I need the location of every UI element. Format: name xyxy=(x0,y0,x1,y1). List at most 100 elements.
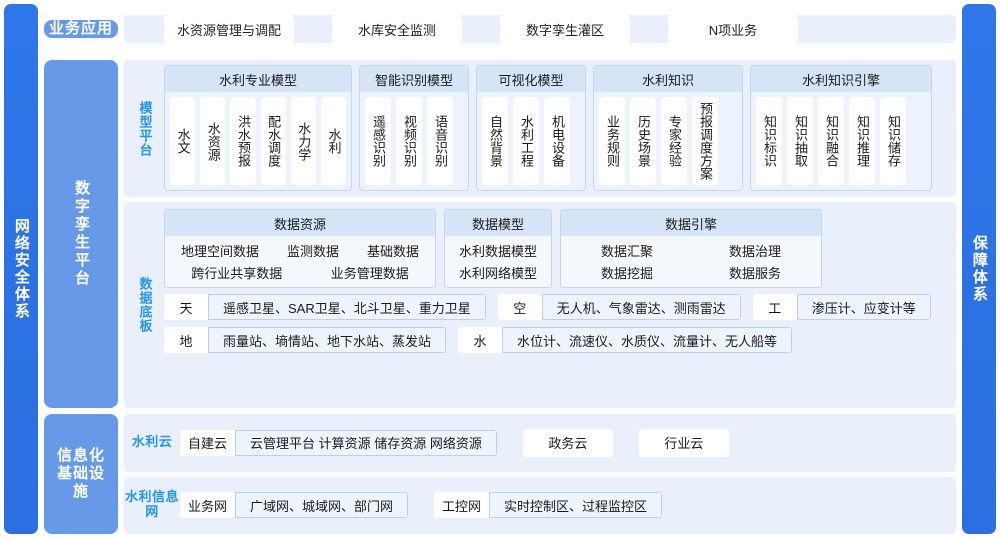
model-cell[interactable]: 水力学 xyxy=(290,97,316,185)
data-item[interactable]: 监测数据 xyxy=(286,244,339,259)
data-item[interactable]: 跨行业共享数据 xyxy=(191,266,283,281)
model-cell-label: 知识储存 xyxy=(886,115,902,167)
model-cell[interactable]: 历史场景 xyxy=(630,97,656,185)
model-group-recognition-title: 智能识别模型 xyxy=(360,66,468,92)
model-group-visualization-title: 可视化模型 xyxy=(477,66,585,92)
sensor-line-1: 天 遥感卫星、SAR卫星、北斗卫星、重力卫星 空 无人机、气象雷达、测雨雷达 工… xyxy=(164,294,948,320)
model-cell[interactable]: 预报调度方案 xyxy=(692,97,718,185)
sensor-pill-engineering[interactable]: 工 渗压计、应变计等 xyxy=(752,294,931,320)
data-group-resources-title: 数据资源 xyxy=(165,210,435,236)
data-board-body: 数据资源 地理空间数据 监测数据 基础数据 跨行业共享数据 xyxy=(164,202,956,408)
sensor-pill-key: 天 xyxy=(164,294,208,320)
data-row: 数据挖掘 数据服务 xyxy=(567,263,815,282)
model-cell[interactable]: 语音识别 xyxy=(427,97,453,185)
data-group-models-body: 水利数据模型 水利网络模型 xyxy=(445,236,551,287)
section-model-platform: 模型平台 水利专业模型 水文 水资源 洪水预报 配水调度 xyxy=(124,60,956,197)
model-group-knowledge-title: 水利知识 xyxy=(594,66,742,92)
data-row: 数据汇聚 数据治理 xyxy=(567,241,815,260)
sensor-pill-value: 渗压计、应变计等 xyxy=(796,294,931,320)
data-item[interactable]: 基础数据 xyxy=(366,244,419,259)
model-cell[interactable]: 机电设备 xyxy=(544,97,570,185)
sensor-pill-water[interactable]: 水 水位计、流速仪、水质仪、流量计、无人船等 xyxy=(458,327,793,353)
model-cell[interactable]: 知识融合 xyxy=(818,97,844,185)
infra-pill-key: 业务网 xyxy=(180,492,236,519)
infra-chip-industry-cloud[interactable]: 行业云 xyxy=(638,428,729,457)
infra-pill-key: 自建云 xyxy=(180,429,236,456)
model-cell-label: 配水调度 xyxy=(266,115,282,167)
business-item-2[interactable]: 水库安全监测 xyxy=(332,15,462,43)
infra-items-water-network: 业务网 广域网、城域网、部门网 工控网 实时控制区、过程监控区 xyxy=(180,492,956,519)
business-item-1[interactable]: 水资源管理与调配 xyxy=(164,15,294,43)
infra-pill-value: 云管理平台 计算资源 储存资源 网络资源 xyxy=(235,429,497,456)
model-cell[interactable]: 业务规则 xyxy=(599,97,625,185)
model-cell[interactable]: 知识抽取 xyxy=(787,97,813,185)
data-group-engine-title: 数据引擎 xyxy=(561,210,821,236)
model-cell[interactable]: 水文 xyxy=(170,97,196,185)
data-item[interactable]: 数据汇聚 xyxy=(600,244,653,259)
infra-pill-industrial-control-network[interactable]: 工控网 实时控制区、过程监控区 xyxy=(434,492,663,519)
infra-pill-business-network[interactable]: 业务网 广域网、城域网、部门网 xyxy=(180,492,409,519)
model-group-knowledge: 水利知识 业务规则 历史场景 专家经验 预报调度方案 xyxy=(593,65,743,191)
model-cell[interactable]: 水利工程 xyxy=(513,97,539,185)
sensor-pill-sky[interactable]: 天 遥感卫星、SAR卫星、北斗卫星、重力卫星 xyxy=(164,294,486,320)
model-cell[interactable]: 洪水预报 xyxy=(230,97,256,185)
model-cell[interactable]: 视频识别 xyxy=(396,97,422,185)
model-cell[interactable]: 知识储存 xyxy=(880,97,906,185)
model-cell[interactable]: 知识标识 xyxy=(756,97,782,185)
sensor-pill-key: 水 xyxy=(458,327,503,353)
sensor-pill-ground[interactable]: 地 雨量站、墒情站、地下水站、蒸发站 xyxy=(164,327,447,353)
model-cell-label: 专家经验 xyxy=(667,115,683,167)
data-group-resources-body: 地理空间数据 监测数据 基础数据 跨行业共享数据 业务管理数据 xyxy=(165,236,435,287)
data-item[interactable]: 地理空间数据 xyxy=(180,244,259,259)
data-row: 水利数据模型 xyxy=(451,241,545,260)
model-cell-label: 水文 xyxy=(175,128,191,154)
infrastructure-content: 水利云 自建云 云管理平台 计算资源 储存资源 网络资源 政务云 行业云 水利信… xyxy=(124,414,956,534)
sensor-pill-key: 空 xyxy=(497,294,542,320)
data-item[interactable]: 业务管理数据 xyxy=(330,266,409,281)
infra-label-water-network: 水利信息网 xyxy=(124,489,179,520)
model-group-visualization-items: 自然背景 水利工程 机电设备 xyxy=(477,92,585,190)
data-item[interactable]: 数据治理 xyxy=(728,244,781,259)
data-group-engine: 数据引擎 数据汇聚 数据治理 数据挖掘 数据服务 xyxy=(560,209,822,288)
layer-label-business-text: 业务应用 xyxy=(48,20,113,37)
infra-items-water-cloud: 自建云 云管理平台 计算资源 储存资源 网络资源 政务云 行业云 xyxy=(180,428,956,457)
business-item-3[interactable]: 数字孪生灌区 xyxy=(500,15,630,43)
model-cell-label: 知识融合 xyxy=(824,115,840,167)
model-cell[interactable]: 水利 xyxy=(320,97,347,185)
sensor-pill-air[interactable]: 空 无人机、气象雷达、测雨雷达 xyxy=(497,294,741,320)
model-cell-label: 预报调度方案 xyxy=(698,102,714,180)
sensor-pill-value: 遥感卫星、SAR卫星、北斗卫星、重力卫星 xyxy=(208,294,486,320)
model-cell[interactable]: 遥感识别 xyxy=(365,97,391,185)
sensor-pill-value: 雨量站、墒情站、地下水站、蒸发站 xyxy=(208,327,447,353)
model-cell[interactable]: 专家经验 xyxy=(661,97,687,185)
model-cell-label: 业务规则 xyxy=(605,115,621,167)
infra-pill-self-built-cloud[interactable]: 自建云 云管理平台 计算资源 储存资源 网络资源 xyxy=(180,429,497,456)
data-group-resources: 数据资源 地理空间数据 监测数据 基础数据 跨行业共享数据 xyxy=(164,209,436,288)
model-cell-label: 知识推理 xyxy=(855,115,871,167)
data-item[interactable]: 水利网络模型 xyxy=(458,266,537,281)
model-platform-body: 水利专业模型 水文 水资源 洪水预报 配水调度 水力学 水利 xyxy=(164,60,956,197)
model-group-professional-items: 水文 水资源 洪水预报 配水调度 水力学 水利 xyxy=(165,92,351,190)
model-group-recognition: 智能识别模型 遥感识别 视频识别 语音识别 xyxy=(359,65,469,191)
model-cell-label: 机电设备 xyxy=(550,115,566,167)
model-cell-label: 水资源 xyxy=(205,121,221,161)
model-cell-label: 水利 xyxy=(326,128,342,154)
section-data-board: 数据底板 数据资源 地理空间数据 监测数据 xyxy=(124,202,956,408)
model-cell-label: 历史场景 xyxy=(636,115,652,167)
right-pillar-label: 保障体系 xyxy=(970,235,988,303)
model-cell-label: 水力学 xyxy=(296,121,312,161)
model-cell[interactable]: 水资源 xyxy=(200,97,226,185)
data-item[interactable]: 数据服务 xyxy=(728,266,781,281)
business-item-4[interactable]: N项业务 xyxy=(668,15,798,43)
infra-label-water-cloud: 水利云 xyxy=(131,434,173,450)
data-item[interactable]: 水利数据模型 xyxy=(458,244,537,259)
data-item[interactable]: 数据挖掘 xyxy=(600,266,653,281)
model-cell[interactable]: 配水调度 xyxy=(260,97,286,185)
model-cell-label: 遥感识别 xyxy=(371,115,387,167)
infra-chip-government-cloud[interactable]: 政务云 xyxy=(522,428,613,457)
model-group-knowledge-engine-title: 水利知识引擎 xyxy=(751,66,931,92)
model-cell[interactable]: 自然背景 xyxy=(482,97,508,185)
sensor-rows: 天 遥感卫星、SAR卫星、北斗卫星、重力卫星 空 无人机、气象雷达、测雨雷达 工… xyxy=(164,294,948,353)
model-cell[interactable]: 知识推理 xyxy=(849,97,875,185)
sensor-line-2: 地 雨量站、墒情站、地下水站、蒸发站 水 水位计、流速仪、水质仪、流量计、无人船… xyxy=(164,327,948,353)
